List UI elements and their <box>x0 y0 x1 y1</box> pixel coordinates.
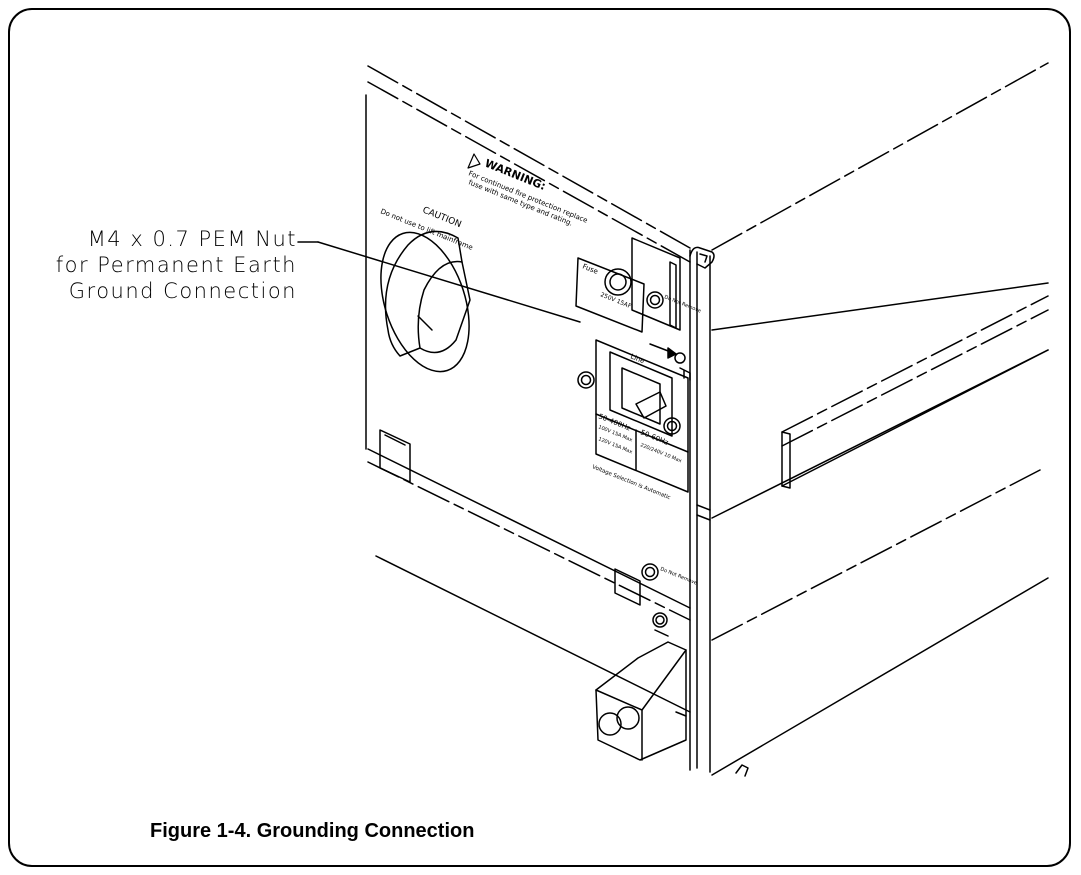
panel-slots <box>379 429 641 606</box>
fuse-label: Fuse <box>581 262 599 275</box>
enclosure-side-edges <box>711 282 1049 777</box>
do-not-remove-lower: Do Not Remove <box>659 566 698 586</box>
corner-bracket <box>689 246 715 269</box>
fuse-holder <box>575 237 681 333</box>
rear-panel-outline <box>365 94 711 773</box>
voltage-selection: Voltage Selection is Automatic <box>591 464 671 501</box>
callout-line-3: Ground Connection <box>68 279 297 303</box>
lifting-handle <box>380 230 471 373</box>
lower-panel-parts <box>641 563 669 637</box>
callout-line-2: for Permanent Earth <box>55 253 297 277</box>
callout-leader <box>297 241 581 323</box>
rear-foot <box>595 641 687 761</box>
enclosure-top-edges <box>367 62 1049 263</box>
power-entry-module <box>577 339 691 493</box>
do-not-remove-upper: Do Not Remove <box>663 294 702 314</box>
volt-right: 220/240V 10 Max <box>639 442 682 464</box>
pem-nut-callout: M4 x 0.7 PEM Nut for Permanent Earth Gro… <box>56 226 297 304</box>
figure-caption: Figure 1-4. Grounding Connection <box>150 820 475 842</box>
warning-label-group: WARNING: For continued fire protection r… <box>379 153 589 252</box>
figure-frame <box>8 8 1071 867</box>
warning-line-2: fuse with same type and rating. <box>467 178 574 227</box>
callout-line-1: M4 x 0.7 PEM Nut <box>87 227 297 251</box>
